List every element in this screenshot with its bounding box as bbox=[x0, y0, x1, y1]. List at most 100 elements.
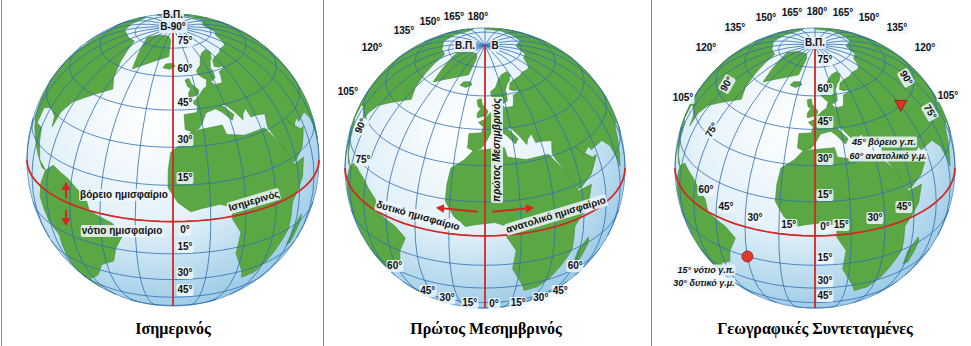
hemisphere-label: δυτικό ημισφαίριο bbox=[374, 198, 462, 233]
degree-label: 165° bbox=[781, 7, 804, 19]
degree-label: 90° bbox=[897, 68, 916, 89]
degree-label: 15° bbox=[176, 172, 193, 184]
degree-label: 105° bbox=[337, 86, 360, 98]
degree-label: 30° bbox=[176, 267, 193, 279]
coordinate-note: 60° ανατολικό γ.μ. bbox=[848, 151, 927, 162]
coordinate-note: 15° νότιο γ.π. bbox=[676, 265, 735, 276]
pole-label: Β-90° bbox=[159, 21, 187, 33]
degree-label: 120° bbox=[695, 42, 718, 54]
degree-label: 15° bbox=[833, 219, 850, 231]
degree-label: 135° bbox=[886, 22, 909, 34]
hemisphere-arrow bbox=[492, 208, 533, 212]
graticule bbox=[27, 14, 319, 306]
degree-label: 45° bbox=[717, 201, 734, 213]
degree-label: 60° bbox=[176, 63, 193, 75]
degree-label: 30° bbox=[439, 292, 456, 304]
degree-label: 75° bbox=[816, 54, 833, 66]
land-mass bbox=[477, 99, 488, 118]
ocean-sphere bbox=[27, 14, 319, 306]
panel-separators bbox=[2, 0, 652, 346]
degree-label: 15° bbox=[816, 252, 833, 264]
location-dot bbox=[742, 251, 753, 262]
hemisphere-arrow bbox=[437, 208, 478, 212]
meridian-line bbox=[484, 46, 486, 308]
ocean-sphere bbox=[675, 28, 955, 308]
land-mass bbox=[798, 28, 951, 188]
hemisphere-arrow bbox=[65, 210, 67, 225]
graticule bbox=[675, 28, 955, 308]
degree-label: 150° bbox=[858, 12, 881, 24]
meridian-label: πρώτος Μεσημβρινός bbox=[491, 97, 503, 203]
degree-label: 60° bbox=[697, 184, 714, 196]
degree-label: 75° bbox=[176, 35, 193, 47]
degree-label: 45° bbox=[176, 97, 193, 109]
degree-label: 30° bbox=[532, 292, 549, 304]
degree-label: 135° bbox=[393, 25, 416, 37]
degree-label: 45° bbox=[816, 290, 833, 302]
degree-label: 180° bbox=[806, 6, 829, 18]
panel-caption: Ισημερινός bbox=[135, 319, 210, 339]
degree-label: 45° bbox=[552, 285, 569, 297]
degree-label: 60° bbox=[567, 260, 584, 272]
globe bbox=[675, 28, 955, 308]
degree-label: 60° bbox=[386, 260, 403, 272]
degree-label: 60° bbox=[816, 83, 833, 95]
degree-label: 75° bbox=[354, 154, 371, 166]
land-mass bbox=[903, 237, 918, 264]
coordinate-note: 30° δυτικό γ.μ. bbox=[672, 278, 735, 289]
degree-label: 45° bbox=[176, 284, 193, 296]
degree-label: 30° bbox=[866, 212, 883, 224]
degree-label: 15° bbox=[780, 219, 797, 231]
degree-label: 75° bbox=[921, 102, 940, 123]
degree-label: 15° bbox=[176, 241, 193, 253]
meridian-line bbox=[172, 28, 174, 306]
pole-label: Β.Π. bbox=[162, 9, 184, 21]
degree-label: 105° bbox=[937, 90, 960, 102]
panel-separator bbox=[323, 0, 324, 346]
hemisphere-label: ανατολικό ημισφαίριο bbox=[504, 194, 609, 236]
degree-label: 15° bbox=[461, 297, 478, 309]
degree-label: 30° bbox=[176, 134, 193, 146]
pole-label: Β bbox=[490, 40, 499, 52]
degree-label: 30° bbox=[816, 275, 833, 287]
degree-label: 0° bbox=[819, 221, 831, 233]
degree-label: 150° bbox=[419, 16, 442, 28]
degree-label: 120° bbox=[361, 42, 384, 54]
equator-label: Ισημερινός bbox=[226, 187, 282, 214]
panel-caption: Γεωγραφικές Συντεταγμένες bbox=[717, 319, 913, 339]
degree-label: 45° bbox=[895, 201, 912, 213]
pole-label: Β.Π. bbox=[454, 40, 476, 52]
panel-separator bbox=[1, 0, 2, 346]
land-mass bbox=[678, 29, 803, 166]
graticule bbox=[345, 28, 625, 308]
degree-label: 0° bbox=[488, 298, 500, 310]
panel-separator bbox=[651, 0, 652, 346]
degree-label: 180° bbox=[467, 11, 490, 23]
coordinate-note: 45° βόρειο γ.π. bbox=[851, 137, 917, 148]
degree-label: 150° bbox=[755, 12, 778, 24]
ocean-sphere bbox=[345, 28, 625, 308]
hemisphere-label: νότιο ημισφαίριο bbox=[81, 225, 164, 237]
degree-label: 105° bbox=[672, 92, 695, 104]
degree-label: 165° bbox=[443, 11, 466, 23]
degree-label: 45° bbox=[816, 116, 833, 128]
hemisphere-arrow bbox=[65, 183, 67, 198]
degree-label: 90° bbox=[352, 116, 370, 137]
land-mass bbox=[807, 99, 818, 118]
panel-caption: Πρώτος Μεσημβρινός bbox=[410, 319, 561, 339]
degree-label: 0° bbox=[179, 224, 191, 236]
degree-label: 120° bbox=[914, 42, 937, 54]
location-triangle bbox=[895, 100, 907, 111]
degree-label: 45° bbox=[419, 285, 436, 297]
hemisphere-label: βόρειο ημισφαίριο bbox=[79, 189, 169, 201]
degree-label: 30° bbox=[816, 153, 833, 165]
globe bbox=[345, 28, 625, 308]
degree-label: 135° bbox=[724, 22, 747, 34]
degree-label: 165° bbox=[832, 7, 855, 19]
degree-label: 30° bbox=[746, 212, 763, 224]
globe bbox=[27, 14, 319, 306]
degree-label: 15° bbox=[816, 189, 833, 201]
degree-label: 75° bbox=[703, 120, 722, 141]
hemisphere-arrows bbox=[66, 183, 533, 225]
